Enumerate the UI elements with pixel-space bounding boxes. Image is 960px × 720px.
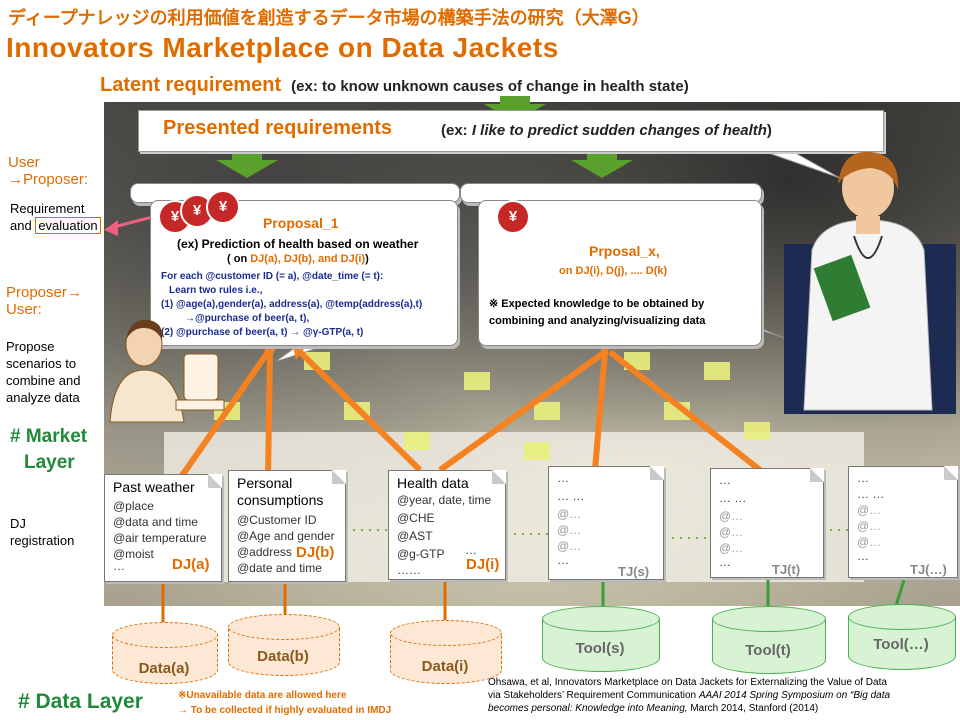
green-down-arrow-top [484, 96, 546, 122]
yen-coin-icon: ¥ [206, 190, 240, 224]
orange-arrows [169, 349, 762, 492]
data-jacket-card-a: Past weather @place @data and time @air … [104, 474, 222, 582]
tj-label-t: TJ(t) [772, 562, 801, 577]
tool-jacket-card-t: … … … @… @… @… … [710, 468, 824, 578]
dj-attribute: @Age and gender [237, 529, 335, 543]
dj-attribute: … [465, 543, 477, 557]
presented-requirements-label: Presented requirements [163, 117, 392, 139]
tool-jacket-card-s: … … … @… @… @… … [548, 466, 664, 580]
proposal-1-line2: ( on DJ(a), DJ(b), and DJ(i)) [227, 253, 369, 265]
dj-label-b: DJ(b) [296, 544, 335, 561]
dj-attribute: …… [397, 563, 421, 577]
yen-coin-icon: ¥ [496, 200, 530, 234]
tj-label-more: TJ(…) [910, 562, 947, 577]
proposal-x-title: Prposal_x, [589, 243, 660, 259]
green-down-arrow-left [216, 150, 278, 178]
proposal-1-rule-2: (1) @age(a),gender(a), address(a), @temp… [161, 299, 423, 310]
tool-store-more: Tool(…) [848, 604, 956, 670]
dj-attribute: @place [113, 499, 154, 513]
dj-attribute: @CHE [397, 511, 435, 525]
dj-attribute: … [113, 559, 125, 573]
dj-attribute: @air temperature [113, 531, 207, 545]
proposer-user-label: Proposer→User: [6, 284, 82, 318]
english-title: Innovators Marketplace on Data Jackets [6, 32, 559, 63]
dj-attribute: @data and time [113, 515, 198, 529]
unavailable-data-note: ※Unavailable data are allowed here→ To b… [178, 690, 392, 716]
dj-label-a: DJ(a) [172, 556, 210, 573]
dj-attribute: @address [237, 545, 292, 559]
tool-store-label: Tool(s) [575, 640, 625, 657]
citation: Ohsawa, et al, Innovators Marketplace on… [488, 677, 891, 714]
latent-requirement: Latent requirement (ex: to know unknown c… [100, 74, 689, 97]
latent-requirement-label: Latent requirement [100, 74, 282, 96]
tool-store-t: Tool(t) [712, 606, 826, 674]
doctor-user-illustration-icon [784, 151, 956, 414]
tool-store-s: Tool(s) [542, 606, 660, 672]
data-store-label: Data(b) [257, 648, 309, 665]
proposer-person-illustration-icon [109, 319, 225, 423]
presented-requirements-example: (ex: I like to predict sudden changes of… [441, 122, 772, 139]
proposal-1-rule-0: For each @customer ID (= a), @date_time … [161, 271, 384, 282]
dj-attribute: @AST [397, 529, 433, 543]
latent-requirement-example: (ex: to know unknown causes of change in… [291, 78, 689, 95]
data-store-a: Data(a) [112, 622, 218, 684]
green-down-arrow-right [571, 150, 633, 178]
dj-attribute: @date and time [237, 561, 322, 575]
tool-store-label: Tool(t) [745, 642, 791, 659]
proposal-1-line1: (ex) Prediction of health based on weath… [177, 237, 419, 251]
dj-title: Health data [397, 475, 469, 491]
proposal-1-rule-3: →@purchase of beer(a, t), [185, 313, 310, 324]
data-store-label: Data(i) [421, 658, 469, 675]
japanese-title: ディープナレッジの利用価値を創造するデータ市場の構築手法の研究（大澤G） [8, 8, 650, 28]
proposal-x-note-0: ※ Expected knowledge to be obtained by [489, 298, 705, 310]
data-layer-label: # Data Layer [18, 690, 143, 713]
user-proposer-label: User→Proposer: [8, 154, 89, 188]
proposal-1-title: Proposal_1 [263, 215, 339, 231]
proposal-x-note-1: combining and analyzing/visualizing data [489, 315, 706, 327]
presented-requirements-bubble: Presented requirements (ex: I like to pr… [138, 110, 884, 152]
data-store-label: Data(a) [138, 660, 190, 677]
data-store-b: Data(b) [228, 614, 340, 676]
evaluation-box: evaluation [35, 217, 101, 234]
dj-label-i: DJ(i) [466, 556, 500, 573]
tool-store-label: Tool(…) [873, 636, 929, 653]
orange-arrowheads [262, 342, 612, 360]
dj-attribute: @g-GTP [397, 547, 445, 561]
data-store-i: Data(i) [390, 620, 502, 684]
tool-jacket-card-more: … … … @… @… @… … [848, 466, 958, 578]
proposal-1-rule-4: (2) @purchase of beer(a, t) → @γ-GTP(a, … [161, 327, 364, 338]
data-jacket-card-i: Health data @year, date, time @CHE @AST … [388, 470, 506, 580]
proposal-x-subtitle: on DJ(i), D(j), .... D(k) [559, 265, 668, 277]
tj-label-s: TJ(s) [618, 564, 650, 579]
proposal-1-rule-1: Learn two rules i.e., [169, 285, 263, 296]
dj-title: Past weather [113, 479, 195, 495]
dj-attribute: @Customer ID [237, 513, 317, 527]
dj-attribute: @moist [113, 547, 154, 561]
dj-attribute: @year, date, time [397, 493, 492, 507]
